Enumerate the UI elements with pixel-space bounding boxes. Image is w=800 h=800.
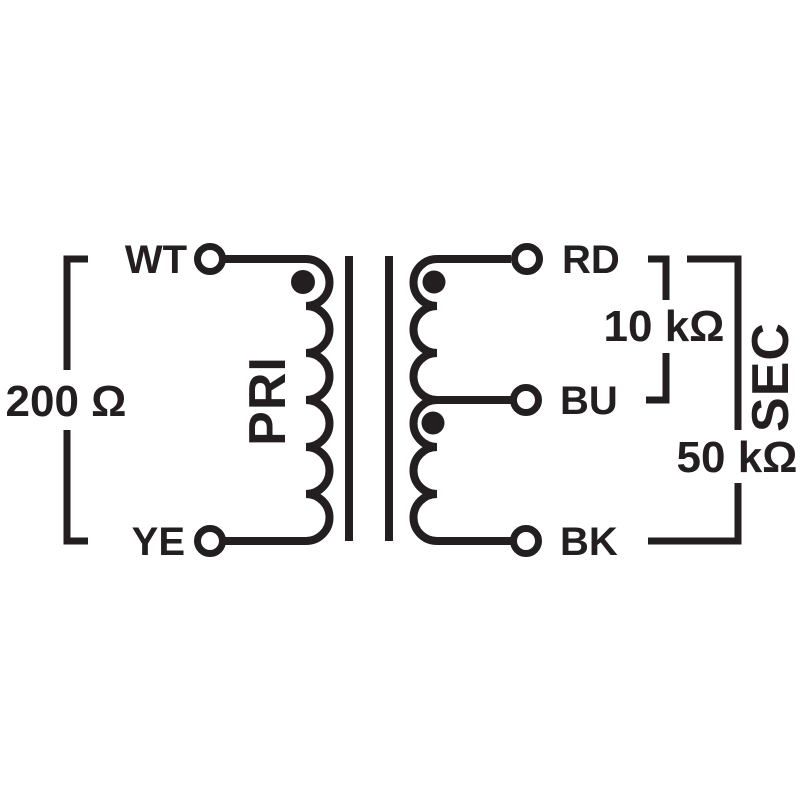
full-impedance-bracket [648, 255, 742, 545]
transformer-core [345, 256, 393, 541]
primary-winding-label: PRI [239, 356, 297, 446]
terminal-label-wt: WT [125, 238, 187, 282]
secondary-upper-phase-dot [422, 270, 446, 294]
primary-side: 200 Ω WT YE PRI [6, 238, 334, 564]
secondary-side: RD BU BK [409, 238, 620, 564]
secondary-winding-label: SEC [742, 322, 800, 432]
primary-impedance-bracket [63, 255, 88, 545]
terminal-circle-wt [194, 243, 226, 275]
primary-impedance-label: 200 Ω [6, 377, 127, 426]
secondary-coil-upper [409, 255, 511, 404]
terminal-label-bu: BU [560, 379, 618, 423]
primary-coil [225, 255, 334, 545]
primary-phase-dot [291, 270, 315, 294]
terminal-circle-rd [511, 243, 543, 275]
terminal-label-bk: BK [560, 520, 618, 564]
tap-impedance-bracket [646, 255, 670, 404]
terminal-circle-ye [194, 525, 226, 557]
terminal-circle-bu [510, 384, 542, 416]
full-impedance-label: 50 kΩ [677, 433, 798, 482]
terminal-circle-bk [510, 525, 542, 557]
secondary-coil-lower [409, 396, 511, 545]
secondary-annotations: 10 kΩ 50 kΩ SEC [604, 255, 800, 545]
secondary-lower-phase-dot [421, 411, 445, 435]
terminal-label-rd: RD [562, 238, 620, 282]
tap-impedance-label: 10 kΩ [604, 302, 725, 351]
terminal-label-ye: YE [132, 520, 185, 564]
